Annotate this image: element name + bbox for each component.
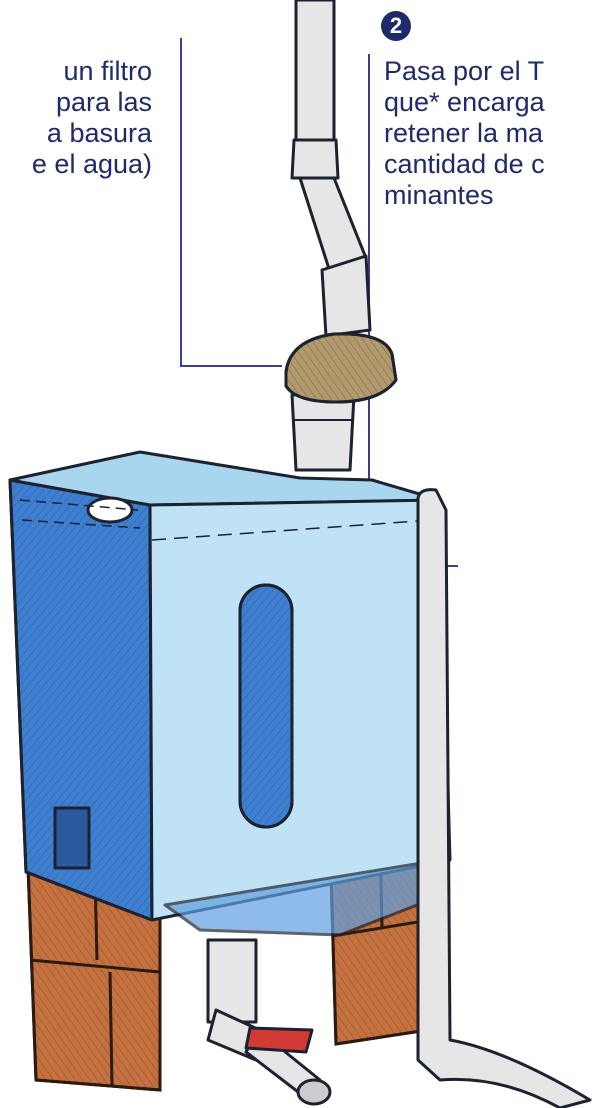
tank-inlet-opening — [86, 496, 134, 524]
valve-handle — [244, 1026, 314, 1054]
callout-step-1-line: a basura — [46, 118, 152, 148]
callout-step-2-line: que* encarga — [384, 87, 545, 117]
outlet-valve — [206, 938, 332, 1106]
filter-cloth — [284, 332, 398, 404]
water-tank — [8, 450, 452, 937]
leader-line-step-1 — [180, 38, 282, 367]
callout-step-1-line: un filtro — [63, 56, 152, 86]
callout-step-2-line: cantidad de c — [384, 149, 545, 179]
callout-step-2-text: Pasa por el T que* encarga retener la ma… — [384, 56, 545, 211]
callout-step-2-line: retener la ma — [384, 118, 544, 148]
callout-step-1-line: e el agua) — [31, 149, 152, 179]
tank-bottom-shadow — [163, 858, 442, 937]
tank-front — [148, 498, 452, 922]
callout-step-1-line: para las — [55, 87, 152, 117]
callout-step-1-text: un filtro para las a basura e el agua) — [32, 56, 152, 180]
callout-step-2-line: Pasa por el T — [384, 56, 545, 86]
numbered-circle-icon: 2 — [381, 11, 411, 41]
callout-step-2-line: minantes — [384, 180, 494, 210]
tank-left-vent — [53, 806, 91, 870]
overflow-pipe — [416, 488, 592, 1108]
